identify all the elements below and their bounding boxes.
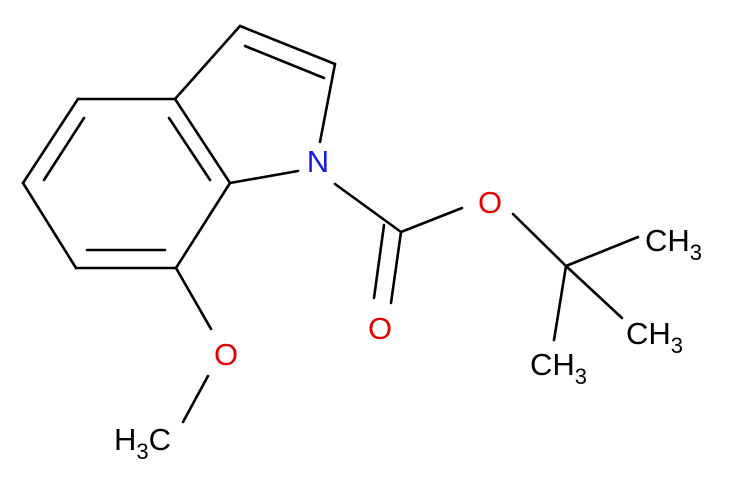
h3c-prefix: H xyxy=(114,422,136,457)
bond-c7a-c3a-inner xyxy=(167,116,212,182)
pyrrole-ring xyxy=(173,24,337,185)
ch3-mid-main: CH xyxy=(626,316,671,351)
ch3-top-subscript: 3 xyxy=(690,240,702,265)
o-ester-label: O xyxy=(478,185,502,220)
bond-c7-omethoxy xyxy=(174,266,213,331)
ch3-bottom-main: CH xyxy=(530,347,575,382)
bond-n1-ccarbonyl xyxy=(333,182,403,234)
benzene-ring xyxy=(21,97,232,270)
bond-c7-c7a xyxy=(174,181,232,270)
ch3-mid-label: CH3 xyxy=(626,316,683,358)
bond-c7a-c3a xyxy=(173,97,232,185)
h3c-methoxy-label: H3C xyxy=(114,422,171,464)
bond-cq-ch3-top xyxy=(564,235,640,268)
ch3-top-label: CH3 xyxy=(645,223,702,265)
tert-butyl-group xyxy=(552,235,640,342)
bond-c4-c5 xyxy=(21,97,80,185)
methoxy-group xyxy=(174,266,213,424)
bond-cq-ch3-bottom xyxy=(552,264,568,342)
bond-omethoxy-ch3 xyxy=(181,374,210,424)
bond-c2-n1 xyxy=(318,62,337,144)
bond-cq-ch3-mid xyxy=(564,264,624,320)
bond-n1-c7a xyxy=(228,169,300,185)
ch3-mid-subscript: 3 xyxy=(671,333,683,358)
ch3-top-main: CH xyxy=(645,223,690,258)
carbamate-group xyxy=(333,182,568,305)
h3c-main: C xyxy=(149,422,171,457)
bond-c4-c5-inner xyxy=(42,116,86,182)
o-carbonyl-label: O xyxy=(368,311,392,346)
o-methoxy-label: O xyxy=(214,337,238,372)
bond-oester-cq xyxy=(511,212,568,268)
bond-c3-c2 xyxy=(238,24,337,66)
bond-ccarbonyl-ocarbonyl-2 xyxy=(372,223,386,300)
ch3-bottom-label: CH3 xyxy=(530,347,587,389)
bond-c3-c2-inner xyxy=(243,44,326,80)
ch3-bottom-subscript: 3 xyxy=(575,364,587,389)
bond-c3a-c3 xyxy=(173,24,242,101)
bond-c5-c6 xyxy=(21,181,78,270)
h3c-subscript: 3 xyxy=(136,439,148,464)
n1-label: N xyxy=(307,144,329,179)
bond-ccarbonyl-ocarbonyl-1 xyxy=(389,230,403,305)
bond-ccarbonyl-oester xyxy=(399,206,464,234)
